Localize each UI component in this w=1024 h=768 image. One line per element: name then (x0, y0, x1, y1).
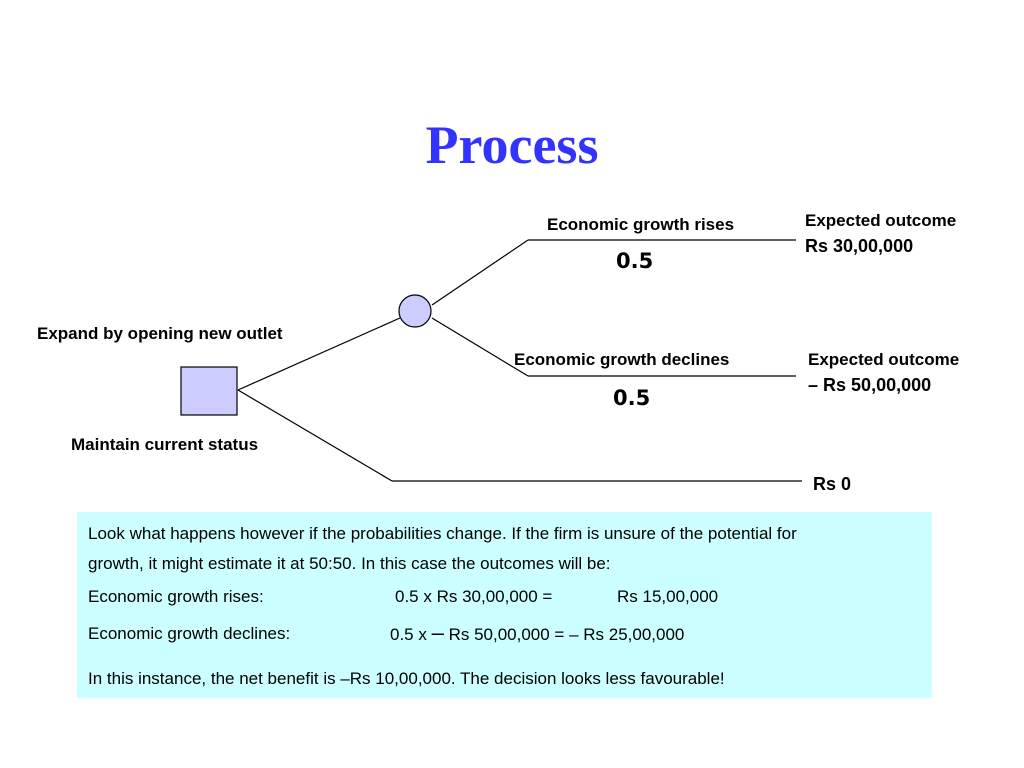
option-expand-label: Expand by opening new outlet (37, 324, 283, 343)
page-title: Process (425, 115, 599, 175)
note-decline-calc-a: 0.5 x (390, 625, 427, 644)
rise-outcome-title: Expected outcome (805, 211, 957, 230)
decline-outcome-title: Expected outcome (808, 350, 960, 369)
rise-outcome-value: Rs 30,00,000 (805, 236, 914, 256)
branch-rise-probability: 0.5 (616, 249, 654, 273)
branch-decline-line (431, 317, 529, 377)
branch-rise-line (431, 239, 529, 306)
note-rise-calc: 0.5 x Rs 30,00,000 = (395, 587, 553, 606)
branch-maintain-line (237, 389, 393, 482)
note-decline-minus: – (431, 620, 444, 645)
note-rise-label: Economic growth rises: (88, 587, 264, 606)
decision-node (180, 366, 238, 416)
chance-node (398, 294, 432, 328)
branch-rise-label: Economic growth rises (547, 215, 735, 234)
decline-outcome-amount: Rs 50,00,000 (823, 375, 932, 395)
minus-sign: – (808, 375, 819, 395)
note-decline-label: Economic growth declines: (88, 624, 291, 643)
note-rise-result: Rs 15,00,000 (617, 587, 719, 606)
note-conclusion: In this instance, the net benefit is –Rs… (88, 669, 725, 688)
note-line-1: Look what happens however if the probabi… (88, 524, 797, 543)
option-maintain-label: Maintain current status (71, 435, 259, 454)
explanation-box: Look what happens however if the probabi… (77, 512, 932, 698)
branch-decline-label: Economic growth declines (514, 350, 730, 369)
note-decline-calc-b: Rs 50,00,000 = – Rs 25,00,000 (448, 625, 685, 644)
maintain-outcome-value: Rs 0 (813, 474, 852, 494)
branch-expand-line (237, 317, 401, 391)
decline-outcome-value: – Rs 50,00,000 (808, 375, 931, 396)
branch-decline-probability: 0.5 (613, 386, 651, 410)
note-line-2: growth, it might estimate it at 50:50. I… (88, 554, 611, 573)
note-decline-calc: 0.5 x – Rs 50,00,000 = – Rs 25,00,000 (390, 622, 685, 645)
